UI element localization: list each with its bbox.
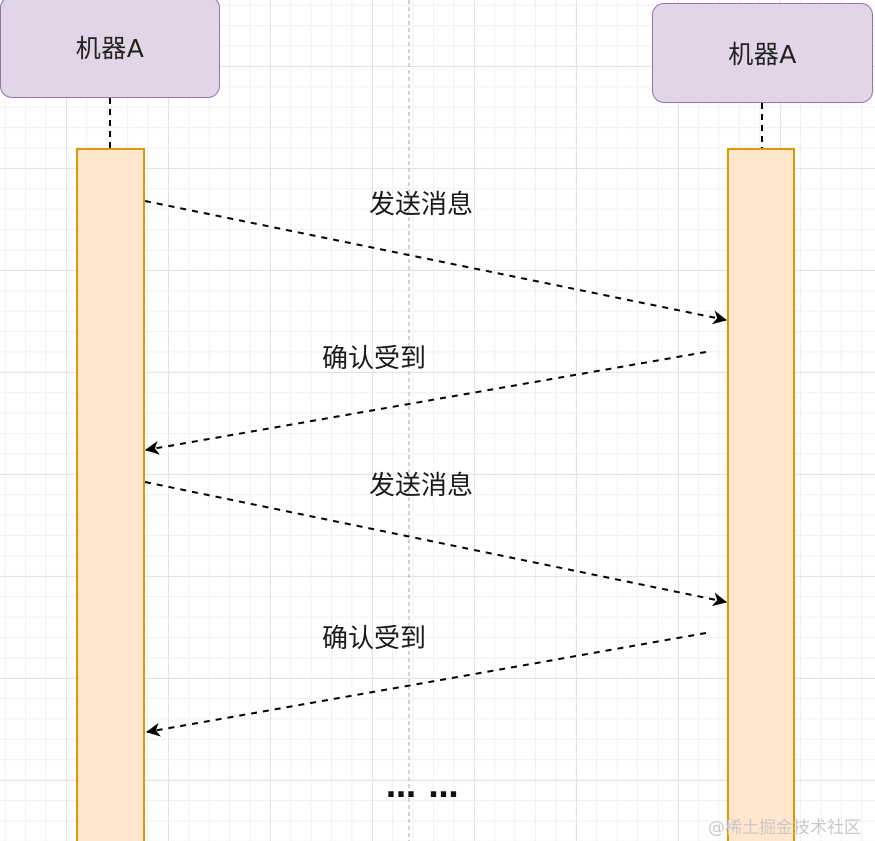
participant-left: 机器A	[0, 0, 220, 98]
message-label-2: 确认受到	[322, 344, 427, 374]
message-label-3: 发送消息	[369, 471, 474, 501]
watermark: @稀土掘金技术社区	[708, 818, 861, 838]
participant-right-label: 机器A	[728, 40, 797, 69]
message-arrow-3	[144, 481, 727, 607]
message-label-4: 确认受到	[322, 624, 427, 654]
participant-right: 机器A	[652, 3, 873, 103]
activation-bar-left	[76, 148, 145, 841]
message-label-1: 发送消息	[369, 190, 474, 220]
activation-bar-right	[727, 148, 795, 841]
participant-left-label: 机器A	[75, 34, 145, 63]
message-arrow-4	[146, 632, 707, 737]
message-arrow-2	[145, 351, 707, 455]
message-arrow-1	[144, 200, 727, 325]
continuation-ellipsis: … …	[386, 770, 460, 805]
